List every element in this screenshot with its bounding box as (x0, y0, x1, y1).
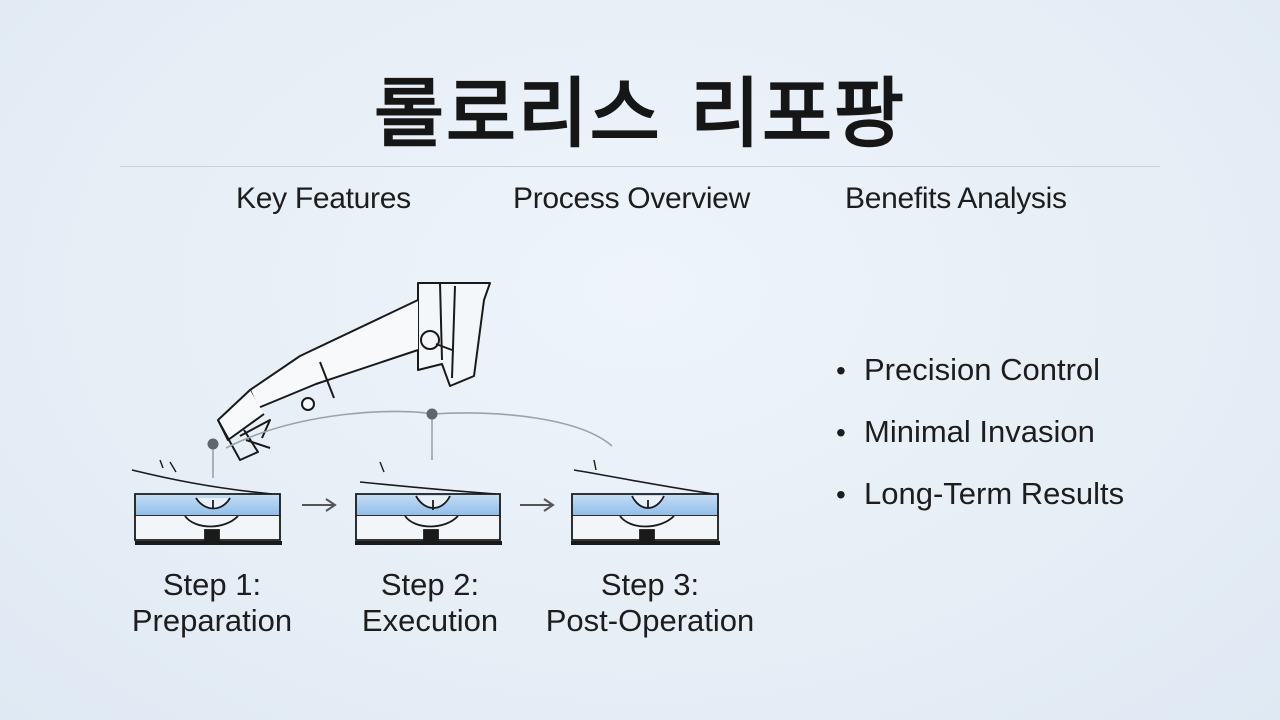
bullet-icon: • (836, 479, 846, 510)
step-1-label: Step 1: Preparation (82, 567, 342, 639)
step-1-name: Preparation (131, 603, 293, 638)
bullet-text: Long-Term Results (864, 476, 1125, 511)
guide-curves (212, 410, 613, 478)
step-2-label: Step 2: Execution (300, 567, 560, 639)
step-3-label: Step 3: Post-Operation (520, 567, 780, 639)
step-2-number: Step 2: (380, 567, 480, 602)
list-item: • Long-Term Results (836, 476, 1124, 538)
arrow-right-icon (302, 498, 337, 512)
bullet-icon: • (836, 355, 846, 386)
bullet-text: Precision Control (864, 352, 1101, 387)
step-3-name: Post-Operation (545, 603, 755, 638)
surgical-instrument-icon (217, 282, 491, 461)
list-item: • Minimal Invasion (836, 414, 1124, 476)
page-title: 롤로리스 리포팡 (374, 69, 906, 158)
step-1-number: Step 1: (162, 567, 262, 602)
tissue-block-1 (131, 459, 282, 545)
header-divider (120, 166, 1160, 167)
guide-point-2 (426, 408, 438, 420)
bullet-text: Minimal Invasion (864, 414, 1095, 449)
tissue-block-2 (355, 461, 502, 545)
arrow-right-icon (520, 498, 555, 512)
tissue-block-3 (571, 459, 720, 545)
step-2-name: Execution (361, 603, 499, 638)
list-item: • Precision Control (836, 352, 1124, 414)
step-3-number: Step 3: (600, 567, 700, 602)
nav-process-overview[interactable]: Process Overview (513, 182, 750, 215)
benefits-list: • Precision Control • Minimal Invasion • Lo… (836, 352, 1124, 538)
bullet-icon: • (836, 417, 846, 448)
nav-key-features[interactable]: Key Features (236, 182, 411, 215)
guide-point-1 (207, 438, 219, 450)
nav-benefits-analysis[interactable]: Benefits Analysis (845, 182, 1067, 215)
